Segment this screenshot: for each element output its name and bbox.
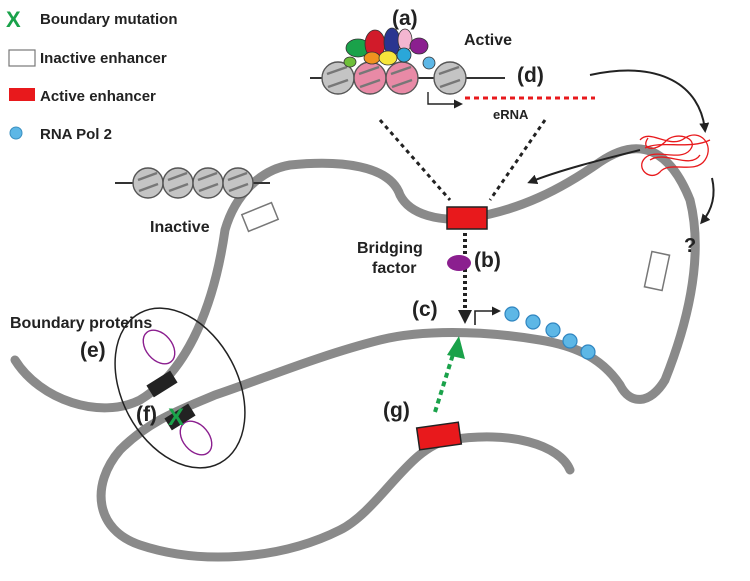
boundary-element-1 <box>146 370 178 398</box>
panel-label-c: (c) <box>412 298 438 321</box>
active-nucleosomes <box>310 27 505 109</box>
inactive-label: Inactive <box>150 219 210 236</box>
ectopic-enhancer-arrowhead <box>447 336 465 359</box>
zoom-line-right <box>488 119 547 201</box>
erna-label: eRNA <box>493 107 529 122</box>
pol2-chain <box>504 306 596 360</box>
boundary-mutation-marker-icon: X <box>168 404 184 431</box>
zoom-line-left <box>378 119 452 201</box>
erna-curved-arrow <box>589 69 710 133</box>
panel-label-d: (d) <box>517 64 544 87</box>
panel-label-e: (e) <box>80 339 106 362</box>
boundary-oval <box>114 307 246 469</box>
inactive-enhancer-1 <box>240 201 280 233</box>
inactive-enhancer-swatch <box>8 49 36 67</box>
panel-label-b: (b) <box>474 249 501 272</box>
active-label: Active <box>464 32 512 49</box>
legend-label-boundary-mutation: Boundary mutation <box>40 11 178 28</box>
boundary-mutation-icon: X <box>6 7 21 32</box>
panel-label-g: (g) <box>383 399 410 422</box>
chromatin-fiber <box>10 144 700 562</box>
panel-label-f: (f) <box>136 403 157 426</box>
inactive-enhancer-2 <box>643 250 671 292</box>
boundary-element-2 <box>164 403 196 431</box>
boundary-proteins-label: Boundary proteins <box>10 315 152 332</box>
promoter-tss-arrow <box>474 306 501 325</box>
active-enhancer-swatch <box>9 88 35 101</box>
erna-squiggle <box>639 134 711 177</box>
legend-label-inactive-enhancer: Inactive enhancer <box>40 50 167 67</box>
active-enhancer-top <box>446 206 488 230</box>
inactive-nucleosomes <box>115 167 270 199</box>
legend-label-rna-pol2: RNA Pol 2 <box>40 126 112 143</box>
erna-to-question-arrow <box>700 177 715 225</box>
boundary-protein-1 <box>142 329 176 365</box>
bridging-label-1: Bridging <box>357 240 423 257</box>
rna-pol2-swatch <box>9 126 23 140</box>
ectopic-enhancer-arrow <box>433 347 457 413</box>
bridging-arrowhead <box>458 310 472 324</box>
active-enhancer-bottom <box>415 421 463 451</box>
question-label: ? <box>684 235 696 257</box>
legend-label-active-enhancer: Active enhancer <box>40 88 156 105</box>
transcription-complex <box>343 27 436 70</box>
panel-label-a: (a) <box>392 7 418 30</box>
boundary-protein-2 <box>179 420 213 456</box>
bridging-label-2: factor <box>372 260 416 277</box>
erna-to-enhancer-arrow <box>527 149 641 185</box>
bridging-factor <box>447 255 471 271</box>
legend: X Boundary mutation Inactive enhancer Ac… <box>6 7 178 143</box>
